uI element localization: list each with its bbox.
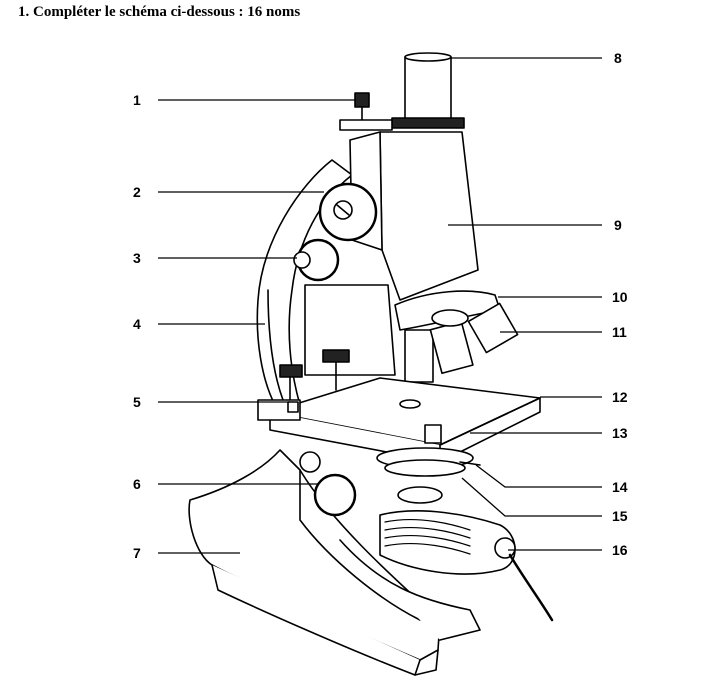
label-7: 7 (133, 545, 141, 561)
label-11: 11 (612, 324, 627, 340)
label-3: 3 (133, 250, 141, 266)
label-1: 1 (133, 92, 141, 108)
label-14: 14 (612, 479, 628, 495)
label-2: 2 (133, 184, 141, 200)
label-13: 13 (612, 425, 628, 441)
label-10: 10 (612, 289, 628, 305)
label-4: 4 (133, 316, 141, 332)
label-15: 15 (612, 508, 628, 524)
label-12: 12 (612, 389, 628, 405)
label-8: 8 (614, 50, 622, 66)
leader-15 (461, 477, 602, 517)
label-6: 6 (133, 476, 141, 492)
lower-knob (313, 473, 357, 517)
label-5: 5 (133, 394, 141, 410)
body-tube (379, 131, 479, 301)
top-screw (354, 92, 370, 108)
exercise-title: 1. Compléter le schéma ci-dessous : 16 n… (18, 4, 301, 20)
leader-14 (475, 464, 602, 488)
microscope-illustration (188, 52, 554, 676)
objective-1 (404, 329, 434, 383)
label-9: 9 (614, 217, 622, 233)
label-16: 16 (612, 542, 628, 558)
eyepiece (404, 56, 452, 122)
